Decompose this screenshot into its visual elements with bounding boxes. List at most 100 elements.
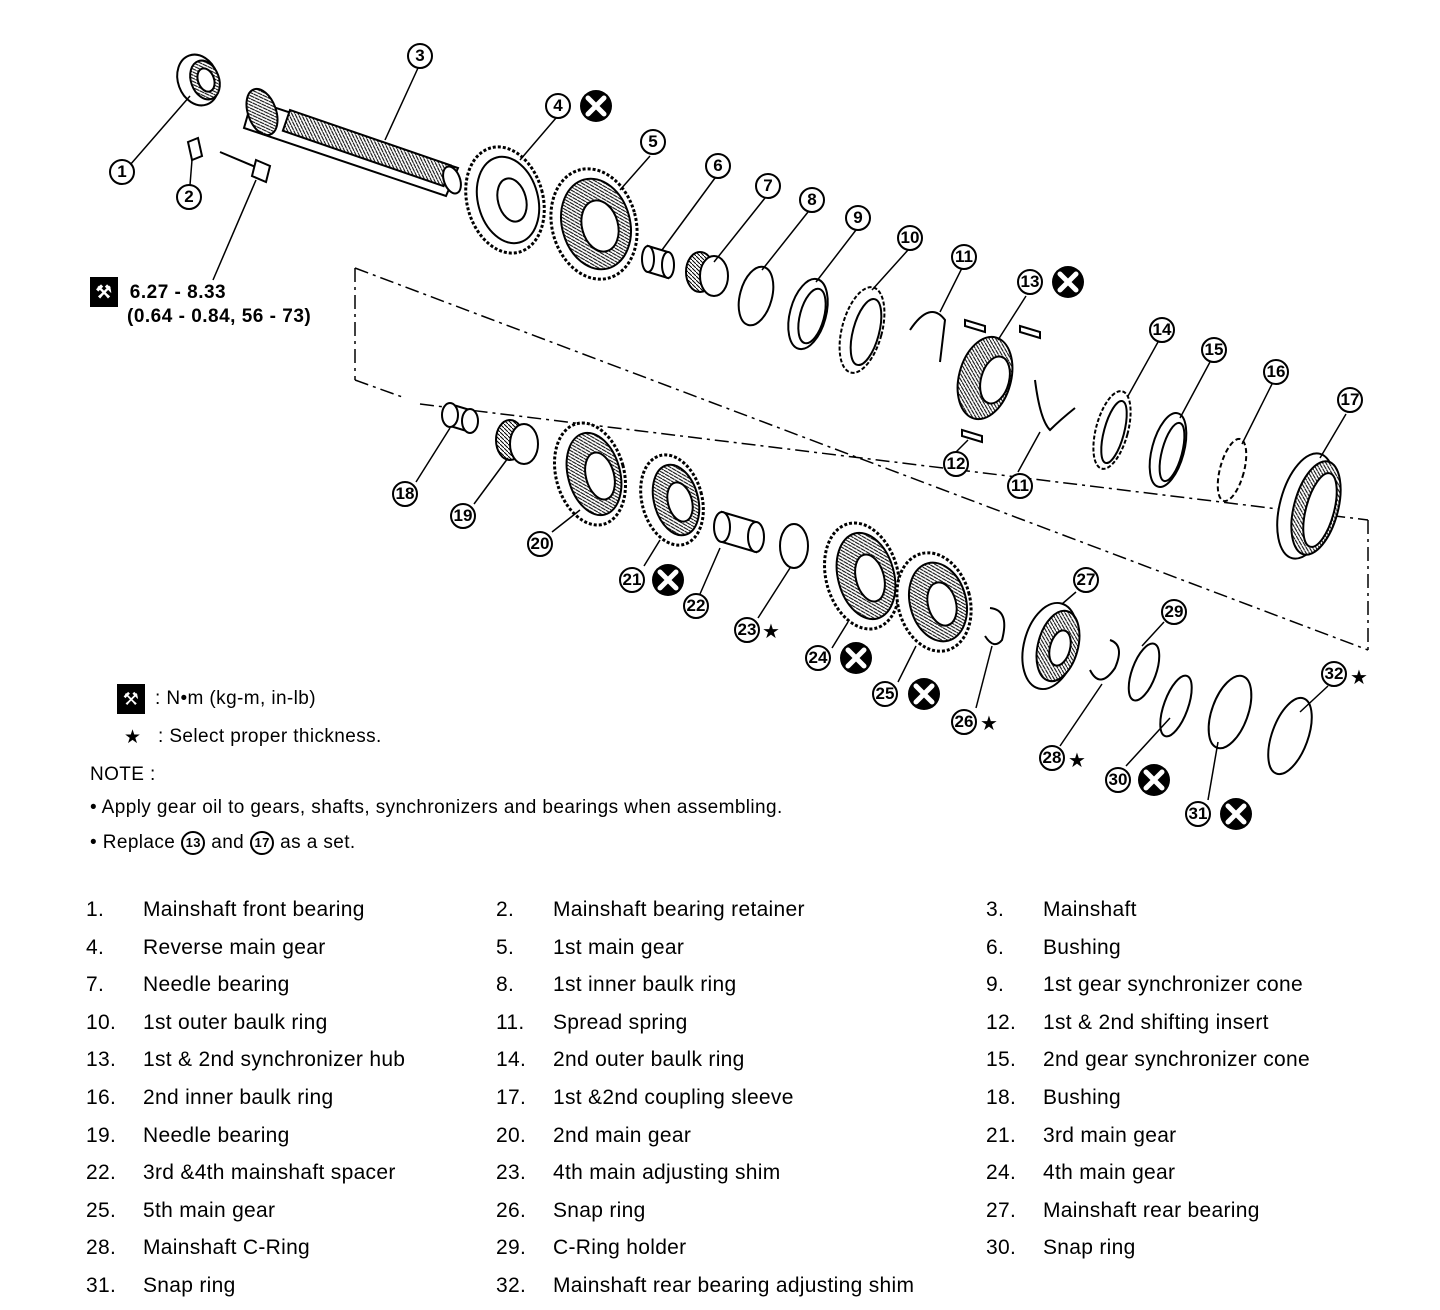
exploded-view-diagram: 1234567891011121314151617111819202122232… — [109, 43, 1369, 830]
callout-circle — [872, 681, 898, 707]
callout-number: 1 — [117, 162, 126, 181]
part-number: 26. — [496, 1198, 527, 1222]
callout-circle — [1161, 599, 1187, 625]
part-number: 13. — [86, 1048, 117, 1072]
note-2-ref-13: 13 — [181, 831, 206, 855]
callout-16: 16 — [1263, 359, 1289, 385]
callout-number: 30 — [1109, 770, 1128, 789]
part-number: 20. — [496, 1123, 527, 1147]
callout-circle — [109, 159, 135, 185]
part-name: 2nd main gear — [553, 1123, 692, 1147]
part-name: Mainshaft rear bearing adjusting shim — [553, 1274, 915, 1297]
star-icon: ★ — [124, 726, 142, 748]
callout-circle — [1039, 745, 1065, 771]
note-2-ref-17: 17 — [250, 831, 275, 855]
part-name: 3rd &4th mainshaft spacer — [143, 1161, 396, 1185]
bolt-drawing — [219, 151, 272, 184]
callout-circle — [1201, 337, 1227, 363]
part-23-shim-drawing — [779, 523, 809, 569]
callout-14: 14 — [1149, 317, 1175, 343]
part-16-ring-drawing — [1216, 437, 1248, 503]
part-12-insert-drawing — [961, 318, 1041, 444]
callout-9: 9 — [845, 205, 871, 231]
callout-circle — [450, 503, 476, 529]
part-19-needle-bearing-drawing — [495, 419, 539, 465]
part-number: 7. — [86, 973, 105, 997]
callout-number: 7 — [763, 176, 772, 195]
part-21-third-gear-drawing — [639, 453, 705, 547]
callout-22: 22 — [683, 593, 709, 619]
part-26-snap-ring-drawing — [984, 607, 1006, 646]
torque-spec-line1: 6.27 - 8.33 — [129, 282, 227, 303]
part-name: 1st inner baulk ring — [553, 973, 737, 997]
part-number: 32. — [496, 1274, 527, 1297]
callout-number: 10 — [901, 228, 920, 247]
callout-6: 6 — [705, 153, 731, 179]
part-number: 3. — [986, 898, 1005, 921]
callout-circle — [845, 205, 871, 231]
part-32-shim-drawing — [1267, 696, 1313, 776]
callout-number: 31 — [1189, 804, 1208, 823]
callout-8: 8 — [799, 187, 825, 213]
part-number: 11. — [496, 1010, 525, 1034]
part-27-rear-bearing-drawing — [1021, 601, 1081, 691]
callout-29: 29 — [1161, 599, 1187, 625]
part-7-needle-bearing-drawing — [685, 251, 729, 297]
callout-circle — [392, 481, 418, 507]
part-name: 3rd main gear — [1043, 1123, 1177, 1147]
part-number: 25. — [86, 1198, 117, 1222]
callout-circle — [640, 129, 666, 155]
part-number: 14. — [496, 1048, 527, 1072]
callout-number: 9 — [853, 208, 862, 227]
part-3-mainshaft-drawing — [242, 87, 462, 198]
callout-31: 31 — [1185, 801, 1211, 827]
legend-torque-unit: : N•m (kg-m, in-lb) — [155, 688, 316, 709]
part-15-cone-drawing — [1148, 412, 1188, 488]
callout-32: 32 — [1321, 661, 1347, 687]
part-number: 21. — [986, 1123, 1017, 1147]
part-name: Reverse main gear — [143, 935, 326, 959]
replace-x-marks — [580, 90, 1252, 830]
callout-5: 5 — [640, 129, 666, 155]
replace-icon — [908, 678, 940, 710]
callout-circle — [734, 617, 760, 643]
callout-circle — [1337, 387, 1363, 413]
part-name: Mainshaft bearing retainer — [553, 898, 805, 921]
callout-circle — [755, 173, 781, 199]
legend-star-text: : Select proper thickness. — [158, 726, 382, 747]
callout-number: 28 — [1043, 748, 1062, 767]
replace-icon — [1052, 266, 1084, 298]
part-30-snap-ring-drawing — [1159, 674, 1193, 738]
callout-circle — [943, 451, 969, 477]
callout-number: 11 — [955, 247, 973, 266]
note-title: NOTE : — [90, 764, 156, 785]
callout-circle — [705, 153, 731, 179]
callout-labels: 1234567891011121314151617111819202122232… — [109, 43, 1363, 827]
callout-13: 13 — [1017, 269, 1043, 295]
part-number: 30. — [986, 1236, 1017, 1260]
star-23: ★ — [762, 619, 780, 643]
callout-circle — [1017, 269, 1043, 295]
callout-circle — [1149, 317, 1175, 343]
callout-number: 16 — [1267, 362, 1286, 381]
callout-number: 25 — [876, 684, 895, 703]
part-name: 2nd inner baulk ring — [143, 1086, 334, 1109]
callout-26: 26 — [951, 709, 977, 735]
callout-11: 11 — [951, 244, 977, 270]
part-name: 1st gear synchronizer cone — [1043, 973, 1303, 997]
part-number: 22. — [86, 1161, 117, 1185]
callout-number: 24 — [809, 648, 828, 667]
callout-circle — [1185, 801, 1211, 827]
callout-number: 3 — [415, 46, 424, 65]
part-number: 1. — [86, 898, 105, 921]
callout-11: 11 — [1007, 473, 1033, 499]
part-number: 4. — [86, 935, 105, 959]
callout-28: 28 — [1039, 745, 1065, 771]
callout-circle — [799, 187, 825, 213]
callout-1: 1 — [109, 159, 135, 185]
part-number: 2. — [496, 898, 515, 921]
replace-icon — [580, 90, 612, 122]
part-13-hub-drawing — [956, 335, 1014, 421]
part-name: 5th main gear — [143, 1198, 276, 1222]
part-18-bushing-drawing — [441, 402, 479, 434]
